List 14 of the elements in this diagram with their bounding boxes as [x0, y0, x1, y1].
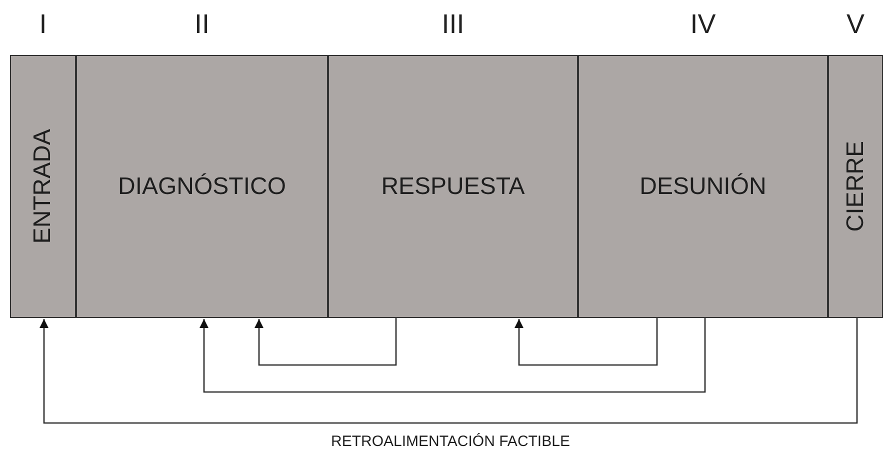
stage-name: RESPUESTA — [381, 172, 525, 200]
stage-number: I — [38, 8, 48, 40]
stage-number: V — [845, 8, 866, 40]
stage-name: DESUNIÓN — [640, 172, 766, 200]
feedback-arrow — [200, 318, 706, 393]
stage-number: IV — [689, 8, 717, 40]
feedback-arrow — [40, 318, 858, 424]
stage-number: III — [440, 8, 466, 40]
stage-name: CIERRE — [842, 141, 870, 232]
feedback-arrow — [514, 318, 658, 366]
stage-name: ENTRADA — [29, 129, 57, 244]
stage-number: II — [193, 8, 210, 40]
stage-name: DIAGNÓSTICO — [118, 172, 286, 200]
feedback-arrow — [254, 318, 397, 366]
